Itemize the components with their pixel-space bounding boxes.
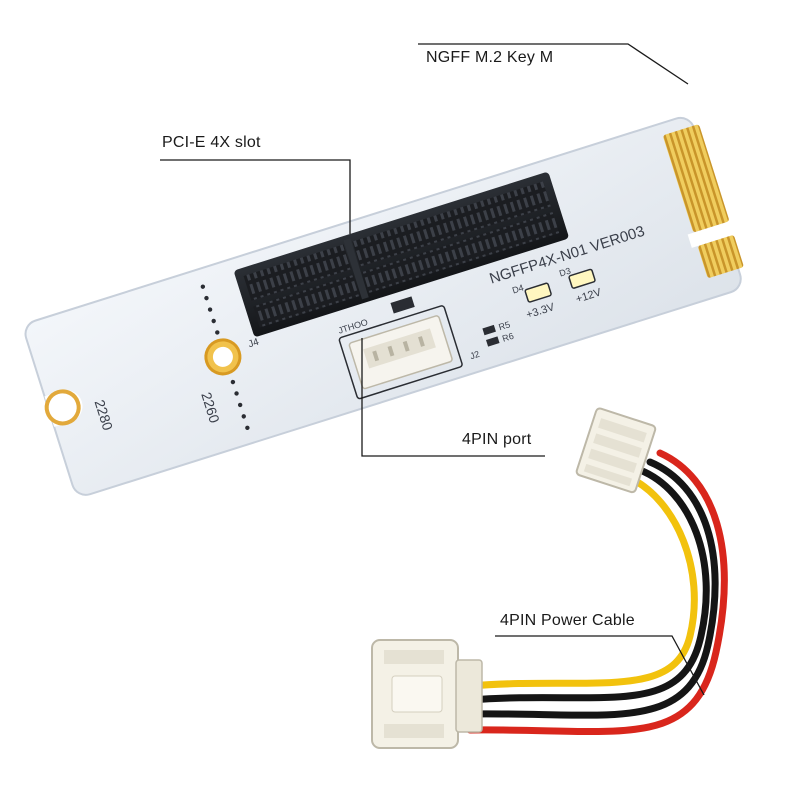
- svg-text:D4: D4: [511, 283, 525, 296]
- svg-text:J2: J2: [469, 349, 481, 361]
- jumper-header: [390, 296, 415, 314]
- wire-black-2: [466, 458, 719, 719]
- j4-label: J4: [247, 337, 261, 351]
- callout-4pin-power-cable: 4PIN Power Cable: [500, 612, 635, 629]
- callout-4pin-port: 4PIN port: [462, 431, 532, 448]
- resistors: R5 R6 J2: [469, 319, 515, 361]
- molex-connector: [371, 639, 483, 749]
- leader-slot: [160, 159, 351, 234]
- power-cable: [371, 407, 728, 749]
- callout-leaders: [160, 43, 705, 696]
- m2-riser-board: 2280 2260 J4 NGF: [24, 116, 744, 496]
- wire-red: [466, 449, 728, 736]
- callout-pcie-4x-slot: PCI-E 4X slot: [162, 134, 261, 151]
- length-marker-dots: [200, 284, 250, 431]
- notch-pad: [44, 389, 81, 426]
- svg-text:R5: R5: [497, 319, 511, 332]
- leader-key-m: [418, 43, 689, 85]
- m2-key-m-edge: [663, 124, 744, 278]
- small-4pin-connector: [575, 407, 657, 494]
- svg-text:D3: D3: [558, 266, 572, 279]
- callout-ngff-key-m: NGFF M.2 Key M: [426, 49, 554, 66]
- wire-yellow: [466, 474, 698, 690]
- leader-port: [361, 338, 545, 457]
- wire-black-1: [466, 466, 710, 704]
- svg-text:R6: R6: [501, 331, 515, 344]
- leader-cable: [495, 635, 705, 696]
- pcie-4x-slot: J4: [234, 172, 569, 351]
- board-4pin-port: JTHOO: [337, 296, 463, 400]
- led-d3: D3 +12V: [558, 266, 603, 306]
